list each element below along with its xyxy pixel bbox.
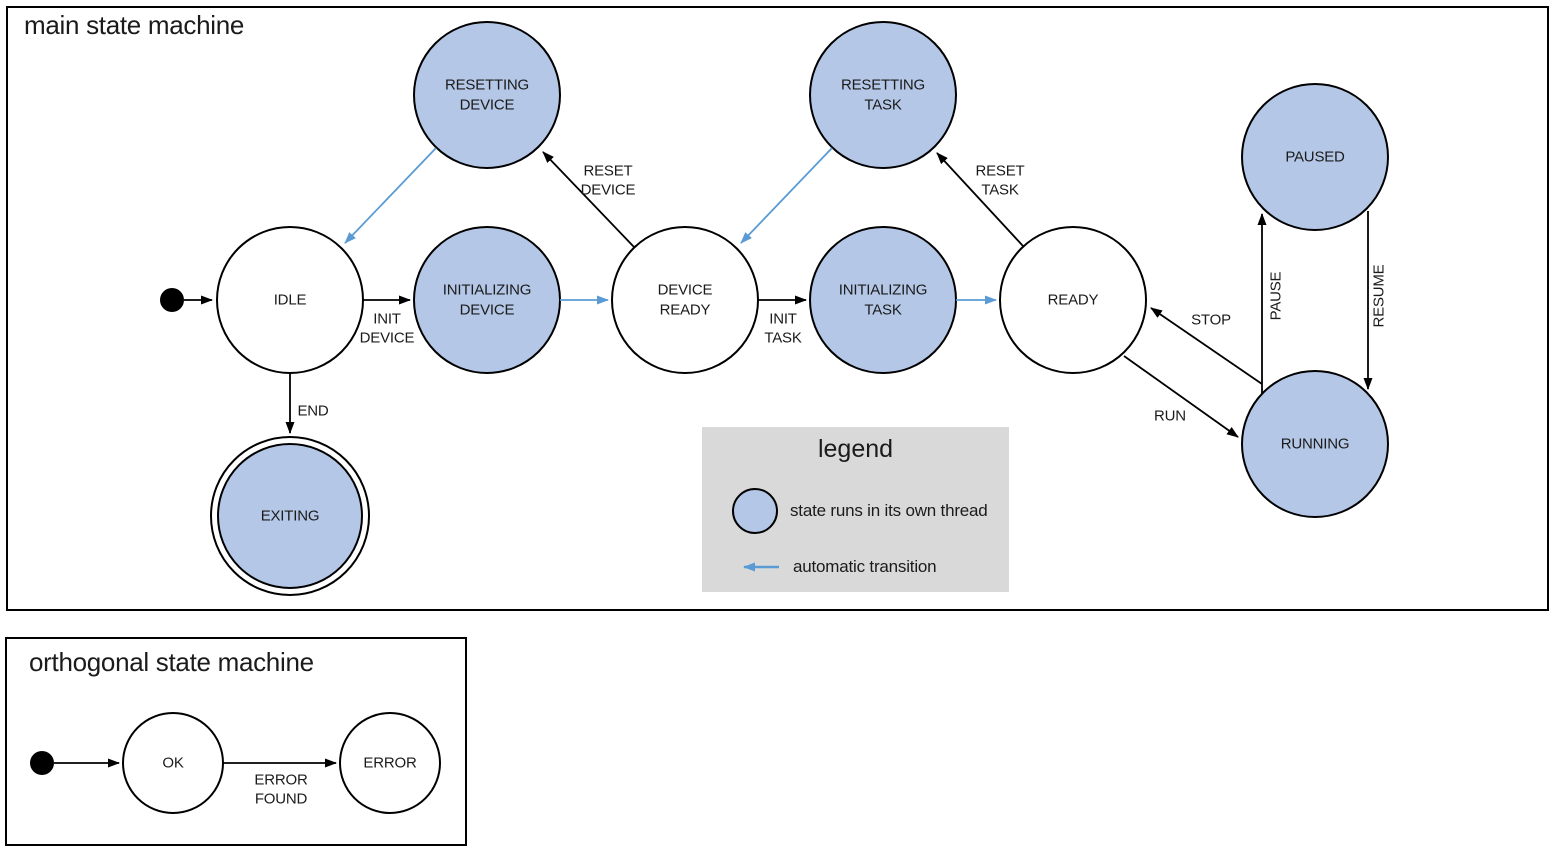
transition-run-label: RUN bbox=[1154, 407, 1186, 425]
main-panel-title: main state machine bbox=[24, 10, 245, 40]
state-initializing-task-label: INITIALIZING TASK bbox=[838, 281, 928, 319]
transition-error-found-label: ERROR FOUND bbox=[254, 771, 308, 807]
state-initializing-device-label: INITIALIZING DEVICE bbox=[442, 281, 532, 319]
legend-thread-label: state runs in its own thread bbox=[790, 501, 988, 520]
orthogonal-state-machine-panel bbox=[5, 637, 467, 846]
state-exiting bbox=[217, 443, 363, 589]
state-ready-label: READY bbox=[1047, 291, 1099, 309]
transition-run-arrow bbox=[1123, 355, 1239, 438]
state-paused bbox=[1241, 83, 1389, 231]
auto-transition-resetting-task-to-device-ready-arrow bbox=[740, 147, 833, 244]
transition-reset-device-arrow bbox=[542, 151, 635, 248]
legend-title: legend bbox=[817, 435, 894, 463]
transition-pause-label: PAUSE bbox=[1267, 271, 1285, 321]
transition-init-device-label: INIT DEVICE bbox=[359, 310, 415, 346]
state-resetting-device bbox=[413, 21, 561, 169]
state-running bbox=[1241, 370, 1389, 518]
transition-stop-arrow bbox=[1150, 307, 1263, 385]
automatic-transition-icon bbox=[743, 562, 779, 572]
state-exiting-label: EXITING bbox=[260, 507, 320, 525]
orthogonal-panel-title: orthogonal state machine bbox=[29, 647, 314, 677]
transition-resume-label: RESUME bbox=[1370, 264, 1388, 328]
transition-reset-task-label: RESET TASK bbox=[975, 162, 1025, 198]
state-device-ready-label: DEVICE READY bbox=[657, 281, 713, 319]
transition-reset-task-arrow bbox=[936, 152, 1024, 247]
state-running-label: RUNNING bbox=[1280, 435, 1350, 453]
state-error-label: ERROR bbox=[363, 754, 417, 772]
initial-state-dot-main bbox=[160, 288, 184, 312]
transition-end-label: END bbox=[297, 402, 329, 420]
state-ok-label: OK bbox=[162, 754, 184, 772]
auto-transition-resetting-device-to-idle-arrow bbox=[344, 147, 437, 244]
state-error bbox=[339, 712, 441, 814]
transition-init-task-label: INIT TASK bbox=[764, 310, 802, 346]
state-paused-label: PAUSED bbox=[1285, 148, 1345, 166]
transition-reset-device-label: RESET DEVICE bbox=[580, 162, 636, 198]
state-resetting-device-label: RESETTING DEVICE bbox=[444, 76, 530, 114]
thread-state-icon bbox=[732, 488, 778, 534]
transition-stop-label: STOP bbox=[1191, 311, 1231, 329]
state-ready bbox=[999, 226, 1147, 374]
legend: legend state runs in its own thread auto… bbox=[702, 427, 1009, 592]
initial-state-dot-orthogonal bbox=[30, 751, 54, 775]
state-idle-label: IDLE bbox=[273, 291, 307, 309]
main-state-machine-panel bbox=[6, 6, 1549, 611]
state-resetting-task-label: RESETTING TASK bbox=[840, 76, 926, 114]
state-resetting-task bbox=[809, 21, 957, 169]
legend-auto-label: automatic transition bbox=[793, 557, 937, 576]
